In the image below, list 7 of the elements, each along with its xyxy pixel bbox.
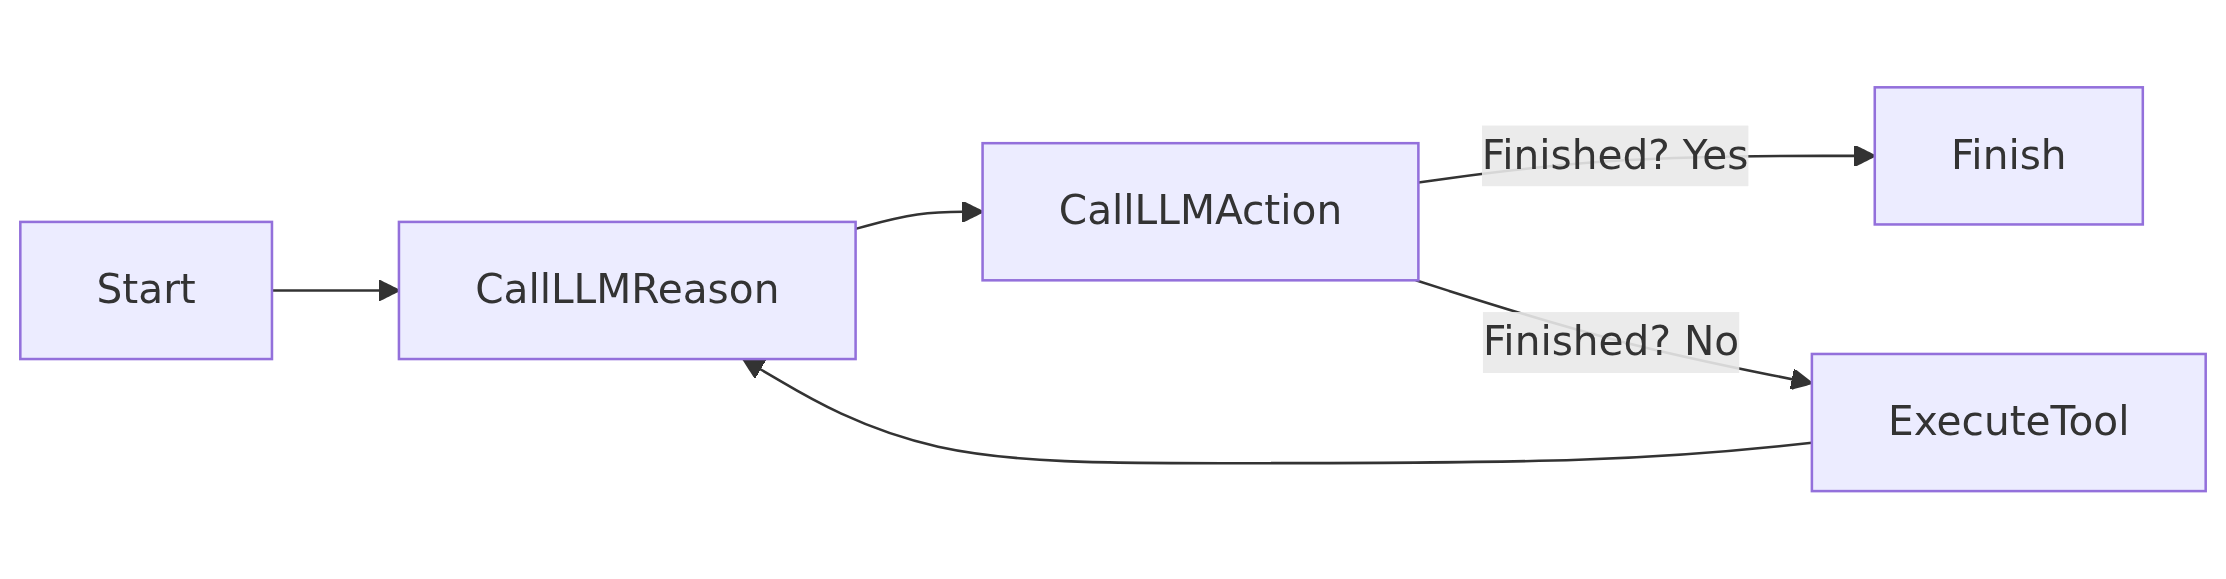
node-box: Finish [1873, 86, 2145, 226]
node-box: Start [19, 220, 274, 361]
node-box: CallLLMReason [397, 220, 857, 361]
node-box: ExecuteTool [1810, 353, 2207, 493]
edge-label: Finished? Yes [1481, 130, 1749, 180]
node-box: CallLLMAction [981, 142, 1420, 282]
edge-label: Finished? No [1482, 317, 1740, 366]
